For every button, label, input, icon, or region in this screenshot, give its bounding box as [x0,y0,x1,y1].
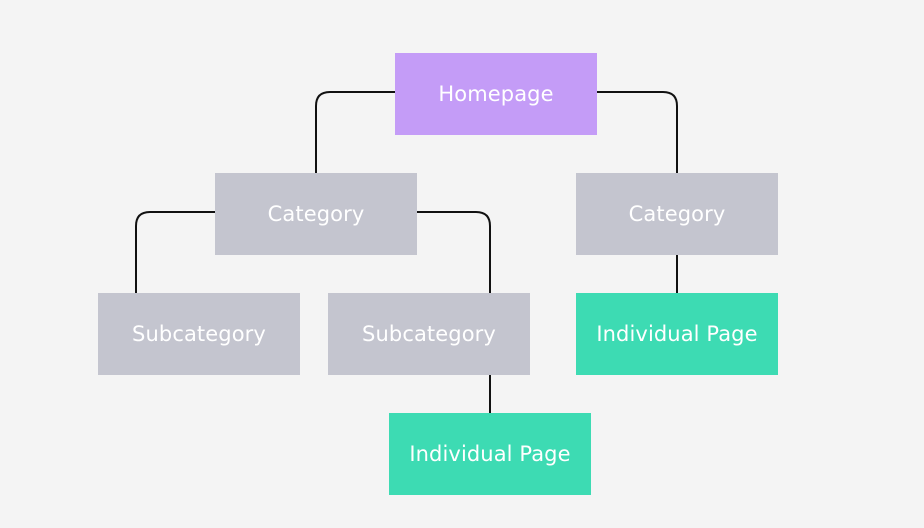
individual-page-label: Individual Page [409,442,571,466]
individual-page-node-bottom[interactable]: Individual Page [389,413,591,495]
individual-page-node-right[interactable]: Individual Page [576,293,778,375]
category-label: Category [267,202,365,226]
connector-homepage-to-category-left [315,91,395,173]
subcategory-label: Subcategory [362,322,496,346]
connector-category-to-subcategory-right [417,211,491,293]
category-node-left[interactable]: Category [215,173,417,255]
category-label: Category [628,202,726,226]
individual-page-label: Individual Page [596,322,758,346]
connector-homepage-to-category-right [597,91,678,173]
category-node-right[interactable]: Category [576,173,778,255]
subcategory-node-left[interactable]: Subcategory [98,293,300,375]
subcategory-node-right[interactable]: Subcategory [328,293,530,375]
homepage-label: Homepage [438,82,554,106]
connector-category-to-subcategory-left [135,211,215,293]
subcategory-label: Subcategory [132,322,266,346]
homepage-node[interactable]: Homepage [395,53,597,135]
